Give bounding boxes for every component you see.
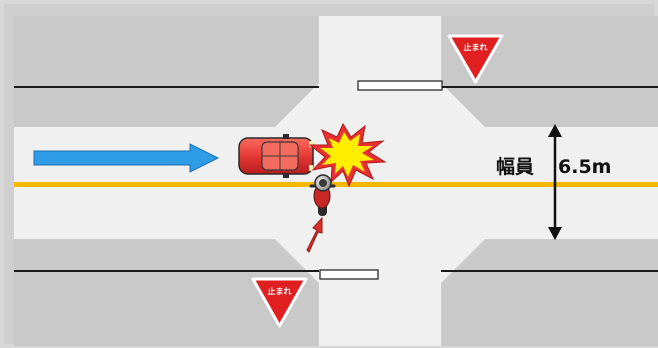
motorcycle-icon — [309, 174, 336, 216]
road-width-measure — [548, 124, 562, 240]
road-width-value: 6.5m — [558, 156, 611, 178]
stop-sign-text-top: 止まれ — [464, 42, 488, 52]
cross-road — [319, 16, 441, 346]
road-width-label: 幅員 — [496, 155, 534, 178]
corner-top-left — [275, 83, 319, 127]
stop-line-bottom — [319, 269, 379, 280]
motorcycle-direction-arrow — [306, 216, 323, 253]
stop-sign-icon: 止まれ — [447, 34, 504, 84]
corner-top-right — [441, 83, 485, 127]
stop-line-top — [357, 80, 443, 91]
road-width-label-text: 幅員 — [496, 155, 534, 178]
collision-burst-icon — [308, 122, 387, 188]
center-line — [14, 182, 658, 187]
stop-sign-text-bottom: 止まれ — [268, 286, 292, 296]
car-direction-arrow — [33, 143, 220, 173]
car-icon — [238, 134, 314, 178]
stop-sign-icon: 止まれ — [251, 277, 308, 328]
